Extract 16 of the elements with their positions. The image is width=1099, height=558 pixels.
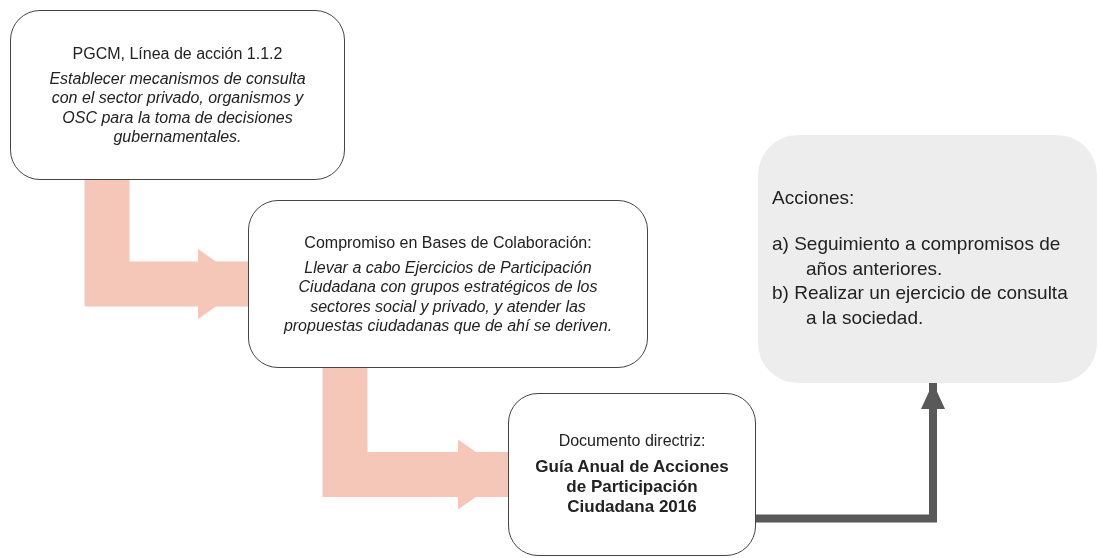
list-item: a) Seguimiento a compromisos de años anteriores. [772, 232, 1062, 281]
box-text: Llevar a cabo Ejercicios de Participación Ciudadana con grupos estratégicos de los sectores social y privado, y atender las propuestas ciudadanas que de ahí se deriven. [282, 258, 614, 335]
box-text: Establecer mecanismos de consulta con el sector privado, organismos y OSC para la toma de decisiones gubernamentales. [48, 69, 307, 146]
process-box [248, 200, 648, 368]
arrow [756, 383, 945, 523]
arrow [322, 368, 508, 510]
arrow [84, 180, 248, 319]
process-box [10, 10, 345, 180]
box-heading: PGCM, Línea de acción 1.1.2 [72, 44, 283, 64]
actions-panel [758, 135, 1097, 383]
box-heading: Documento directriz: [558, 431, 706, 451]
list-item: b) Realizar un ejercicio de consulta a la sociedad. [772, 281, 1069, 331]
box-heading: Acciones: [772, 187, 855, 210]
box-heading: Compromiso en Bases de Colaboración: [304, 233, 592, 253]
box-text: Guía Anual de Acciones de Participación Ciudadana 2016 [535, 456, 729, 518]
process-box [508, 393, 756, 556]
